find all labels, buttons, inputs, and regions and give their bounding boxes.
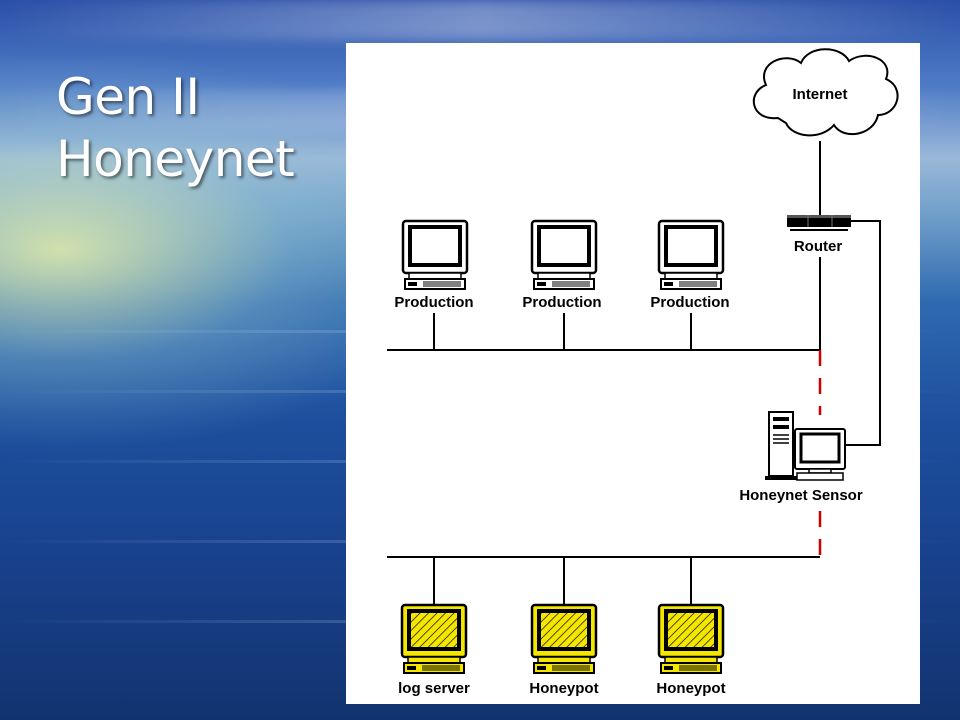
internet-label: Internet	[792, 86, 847, 103]
production-label: Production	[650, 294, 729, 311]
network-diagram: Internet Router Production	[346, 43, 920, 704]
production-monitor-icon	[657, 219, 725, 291]
honeynet-sensor-workstation-icon	[765, 411, 846, 481]
honeypot-monitor-icon	[530, 603, 598, 675]
slide-title-line-1: Gen II	[56, 68, 200, 126]
sky-streak	[0, 0, 960, 40]
production-monitor-icon	[401, 219, 469, 291]
honeynet-sensor-label: Honeynet Sensor	[739, 487, 863, 504]
slide-title: Gen II Honeynet	[56, 66, 295, 190]
router-label: Router	[794, 238, 842, 255]
honeypot-label: Honeypot	[529, 680, 598, 697]
internet-cloud-icon	[752, 48, 899, 137]
production-label: Production	[522, 294, 601, 311]
slide-title-line-2: Honeynet	[56, 130, 295, 188]
log-server-label: log server	[398, 680, 470, 697]
honeypot-monitor-icon	[657, 603, 725, 675]
production-label: Production	[394, 294, 473, 311]
production-monitor-icon	[530, 219, 598, 291]
router-sensor-link	[846, 220, 881, 446]
honeypot-label: Honeypot	[656, 680, 725, 697]
log-server-monitor-icon	[400, 603, 468, 675]
router-icon	[787, 215, 851, 231]
